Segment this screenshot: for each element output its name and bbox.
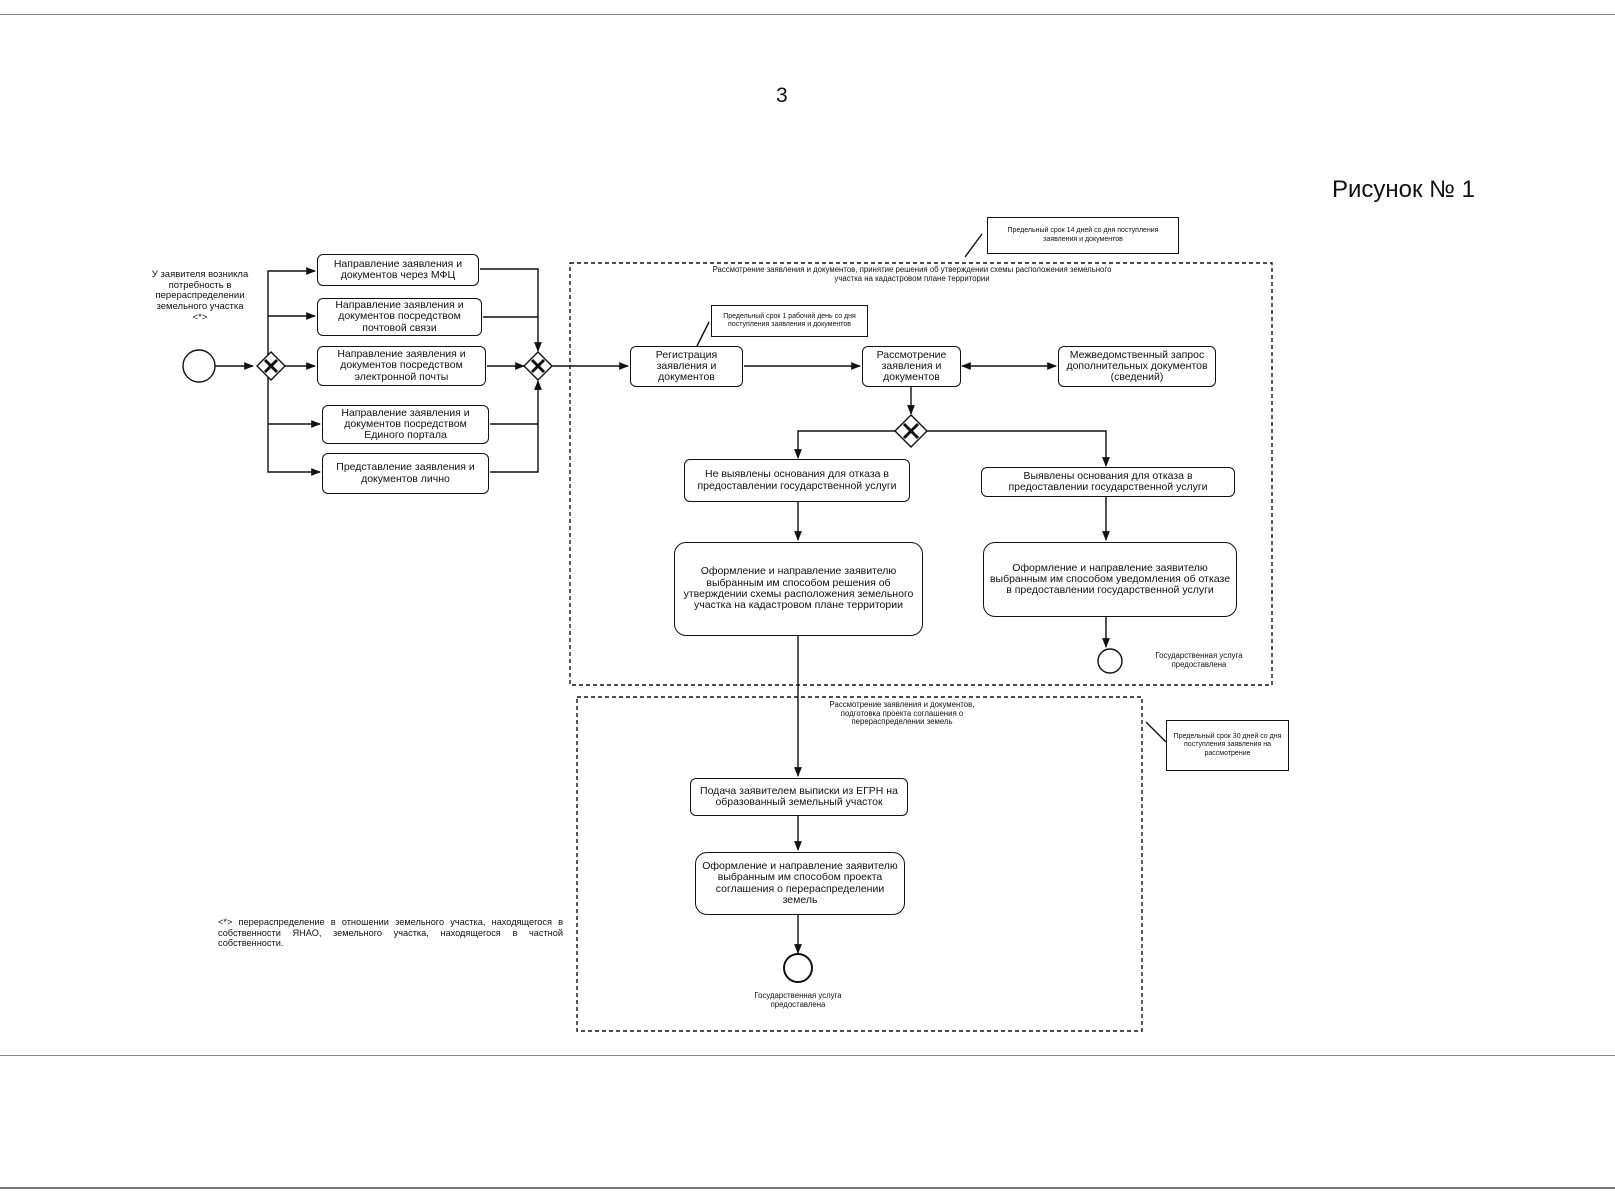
stage2-deadline-note: Предельный срок 30 дней со дня поступлен… [1166,720,1289,771]
footnote: <*> перераспределение в отношении земель… [218,917,563,949]
no-grounds-step[interactable]: Не выявлены основания для отказа в предо… [684,459,910,502]
start-event [182,349,216,383]
final-end-label: Государственная услуга предоставлена [754,991,842,1009]
channel-in-person[interactable]: Представление заявления и документов лич… [322,453,489,494]
final-end-event [783,953,813,983]
grounds-found-step[interactable]: Выявлены основания для отказа в предоста… [981,467,1235,497]
registration-deadline-note: Предельный срок 1 рабочий день со дня по… [711,305,868,337]
scan-edge-top [0,14,1615,15]
stage1-title: Рассмотрение заявления и документов, при… [712,265,1112,283]
scan-edge-bottom [0,1187,1615,1189]
page-number: 3 [776,84,788,107]
channel-post[interactable]: Направление заявления и документов посре… [317,298,482,336]
split-gateway [256,351,286,381]
stage1-deadline-note: Предельный срок 14 дней со дня поступлен… [987,217,1179,254]
approval-decision-step[interactable]: Оформление и направление заявителю выбра… [674,542,923,636]
channel-mfc[interactable]: Направление заявления и документов через… [317,254,479,286]
refusal-end-label: Государственная услуга предоставлена [1155,651,1243,669]
decision-gateway [894,414,928,448]
registration-step[interactable]: Регистрация заявления и документов [630,346,743,387]
egrn-extract-step[interactable]: Подача заявителем выписки из ЕГРН на обр… [690,778,908,816]
channel-portal[interactable]: Направление заявления и документов посре… [322,405,489,444]
stage2-title: Рассмотрение заявления и документов, под… [829,700,975,727]
scan-edge-middle [0,1055,1615,1056]
review-step[interactable]: Рассмотрение заявления и документов [862,346,961,387]
merge-gateway [523,351,553,381]
stage2-frame [576,696,1143,1032]
channel-email[interactable]: Направление заявления и документов посре… [317,346,486,386]
refusal-end-event [1097,648,1123,674]
refusal-notice-step[interactable]: Оформление и направление заявителю выбра… [983,542,1237,617]
stage1-frame [569,262,1273,686]
figure-label: Рисунок № 1 [1332,176,1475,203]
interagency-request-step[interactable]: Межведомственный запрос дополнительных д… [1058,346,1216,387]
agreement-draft-step[interactable]: Оформление и направление заявителю выбра… [695,852,905,915]
start-label: У заявителя возникла потребность в перер… [151,269,249,323]
